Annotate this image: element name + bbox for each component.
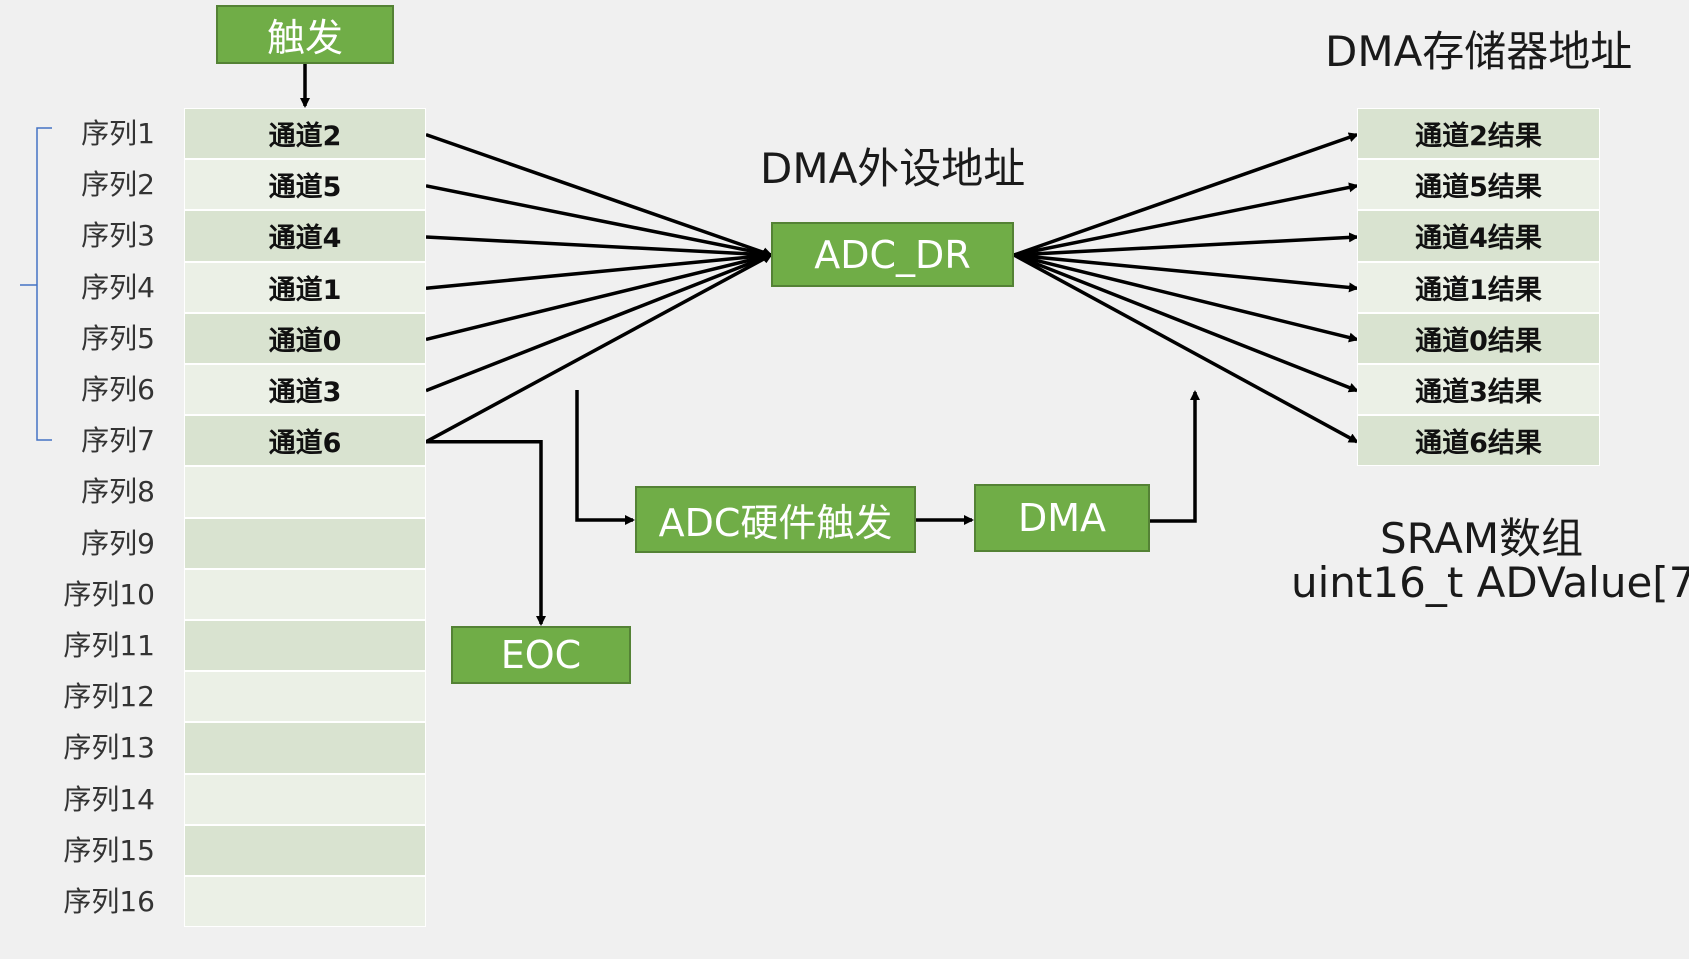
to-adc-hardware-trigger-arrow	[575, 390, 635, 525]
sequence-label: 序列7	[81, 424, 155, 458]
adcdr-to-result-arrow	[1013, 253, 1359, 444]
sequence-label: 序列6	[81, 373, 155, 406]
sequence-label: 序列14	[63, 782, 155, 816]
adcdr-to-result-arrow	[1013, 253, 1359, 343]
sequence-label: 序列5	[81, 321, 155, 355]
adc-hardware-trigger-box: ADC硬件触发	[635, 486, 916, 553]
channel-cell: 通道3	[184, 364, 426, 416]
sequence-label: 序列10	[63, 577, 155, 611]
channel6-to-eoc-arrow	[426, 440, 546, 626]
channel-cell: 通道1	[184, 261, 426, 313]
adc-dr-label: ADC_DR	[814, 232, 971, 277]
channel-cell	[184, 824, 426, 876]
eoc-label: EOC	[500, 633, 582, 677]
result-cell: 通道5结果	[1357, 159, 1600, 211]
adcdr-to-result-arrow	[1013, 232, 1359, 257]
channel-cell	[184, 620, 426, 672]
channel-to-adcdr-arrow	[425, 184, 773, 259]
channel-cell: 通道0	[184, 312, 426, 364]
channel-to-adcdr-arrow	[425, 250, 773, 290]
result-cell: 通道2结果	[1357, 108, 1600, 160]
adc-hardware-trigger-label: ADC硬件触发	[658, 501, 893, 545]
channel-to-adcdr-arrow	[425, 252, 773, 342]
sram-array-declaration: uint16_t ADValue[7];	[1291, 558, 1689, 607]
channel-cell	[184, 876, 426, 928]
channel-to-adcdr-arrow	[425, 132, 773, 258]
channel-cell: 通道2	[184, 108, 426, 160]
sequence-label: 序列15	[63, 833, 155, 867]
adcdr-to-result-arrow	[1013, 182, 1359, 257]
result-cell: 通道4结果	[1357, 210, 1600, 262]
adcdr-to-result-arrow	[1013, 132, 1359, 257]
sequence-label: 序列12	[63, 680, 155, 714]
channel-cell	[184, 568, 426, 620]
sequence-label: 序列11	[63, 629, 155, 662]
channel-cell	[184, 517, 426, 569]
sequence-label: 序列4	[81, 270, 155, 304]
sequence-label: 序列3	[81, 219, 155, 253]
result-cell: 通道0结果	[1357, 312, 1600, 364]
result-cell: 通道6结果	[1357, 415, 1600, 467]
sram-array-label: SRAM数组	[1380, 514, 1584, 563]
channel-cell	[184, 671, 426, 723]
result-cell: 通道1结果	[1357, 261, 1600, 313]
adc-dr-box: ADC_DR	[771, 222, 1014, 287]
trigger-box: 触发	[216, 5, 394, 64]
eoc-box: EOC	[451, 626, 631, 684]
trigger-label: 触发	[266, 16, 343, 60]
sequence-label: 序列2	[81, 168, 155, 202]
result-cell: 通道3结果	[1357, 364, 1600, 416]
channel-to-adcdr-arrow	[425, 253, 773, 444]
sequence-label: 序列1	[81, 117, 155, 150]
channel-to-adcdr-arrow	[425, 253, 773, 393]
adcdr-to-result-arrow	[1013, 253, 1359, 293]
channel-cell	[184, 722, 426, 774]
channel-cell	[184, 466, 426, 518]
dma-memory-address-title: DMA存储器地址	[1325, 27, 1633, 76]
sequence-label: 序列8	[81, 475, 155, 509]
channel-cell: 通道6	[184, 415, 426, 467]
channel-cell: 通道5	[184, 159, 426, 211]
dma-to-transfer-arrow	[1150, 390, 1200, 523]
channel-cell: 通道4	[184, 210, 426, 262]
sequence-label: 序列16	[63, 885, 155, 918]
channel-to-adcdr-arrow	[425, 235, 773, 260]
dma-label: DMA	[1017, 496, 1107, 540]
dma-box: DMA	[974, 484, 1150, 552]
sequence-label: 序列13	[63, 731, 155, 765]
channel-cell	[184, 773, 426, 825]
dma-peripheral-address-title: DMA外设地址	[760, 144, 1026, 193]
adcdr-to-result-arrow	[1013, 253, 1359, 393]
sequence-label: 序列9	[81, 526, 155, 560]
